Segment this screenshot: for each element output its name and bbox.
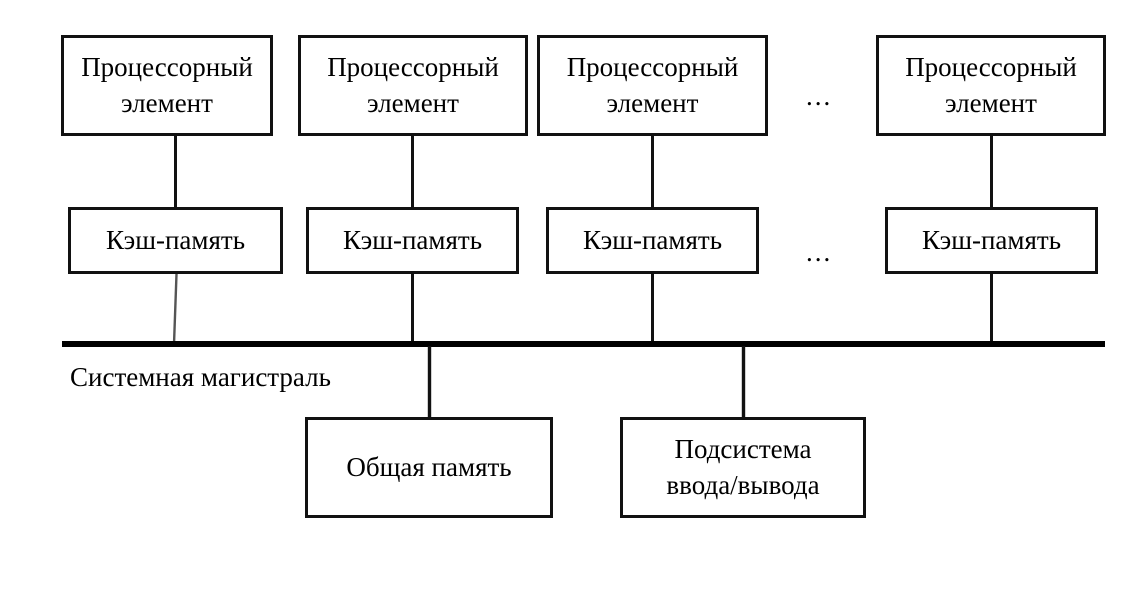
- processor-element-1-line1: Процессорный: [81, 51, 253, 82]
- processor-element-2-line1: Процессорный: [327, 51, 499, 82]
- cache-memory-4[interactable]: Кэш-память: [885, 207, 1098, 274]
- processor-element-4-line1: Процессорный: [905, 51, 1077, 82]
- processor-element-2-line2: элемент: [367, 87, 459, 118]
- processor-element-4[interactable]: Процессорный элемент: [876, 35, 1106, 136]
- processor-row-ellipsis: ...: [806, 81, 833, 111]
- cache-memory-3-label: Кэш-память: [582, 224, 723, 255]
- processor-element-2[interactable]: Процессорный элемент: [298, 35, 528, 136]
- cache-memory-1[interactable]: Кэш-память: [68, 207, 283, 274]
- cache-row-ellipsis: ...: [806, 237, 833, 267]
- cache-memory-4-label: Кэш-память: [921, 224, 1062, 255]
- shared-memory-label: Общая память: [346, 451, 512, 482]
- system-bus-label: Системная магистраль: [70, 362, 331, 392]
- processor-element-3-line1: Процессорный: [566, 51, 739, 82]
- io-subsystem-line2: ввода/вывода: [666, 469, 820, 500]
- processor-element-3[interactable]: Процессорный элемент: [537, 35, 768, 136]
- cache-memory-1-label: Кэш-память: [105, 224, 246, 255]
- processor-element-1-line2: элемент: [121, 87, 213, 118]
- processor-element-3-line2: элемент: [606, 87, 699, 118]
- shared-memory-box[interactable]: Общая память: [305, 417, 553, 518]
- io-subsystem-box[interactable]: Подсистема ввода/вывода: [620, 417, 866, 518]
- io-subsystem-line1: Подсистема: [674, 433, 812, 464]
- cache-memory-2-label: Кэш-память: [342, 224, 483, 255]
- cache-memory-3[interactable]: Кэш-память: [546, 207, 759, 274]
- cache-memory-2[interactable]: Кэш-память: [306, 207, 519, 274]
- processor-element-1[interactable]: Процессорный элемент: [61, 35, 273, 136]
- processor-element-4-line2: элемент: [945, 87, 1037, 118]
- connector-cache1-bus: [172, 273, 178, 345]
